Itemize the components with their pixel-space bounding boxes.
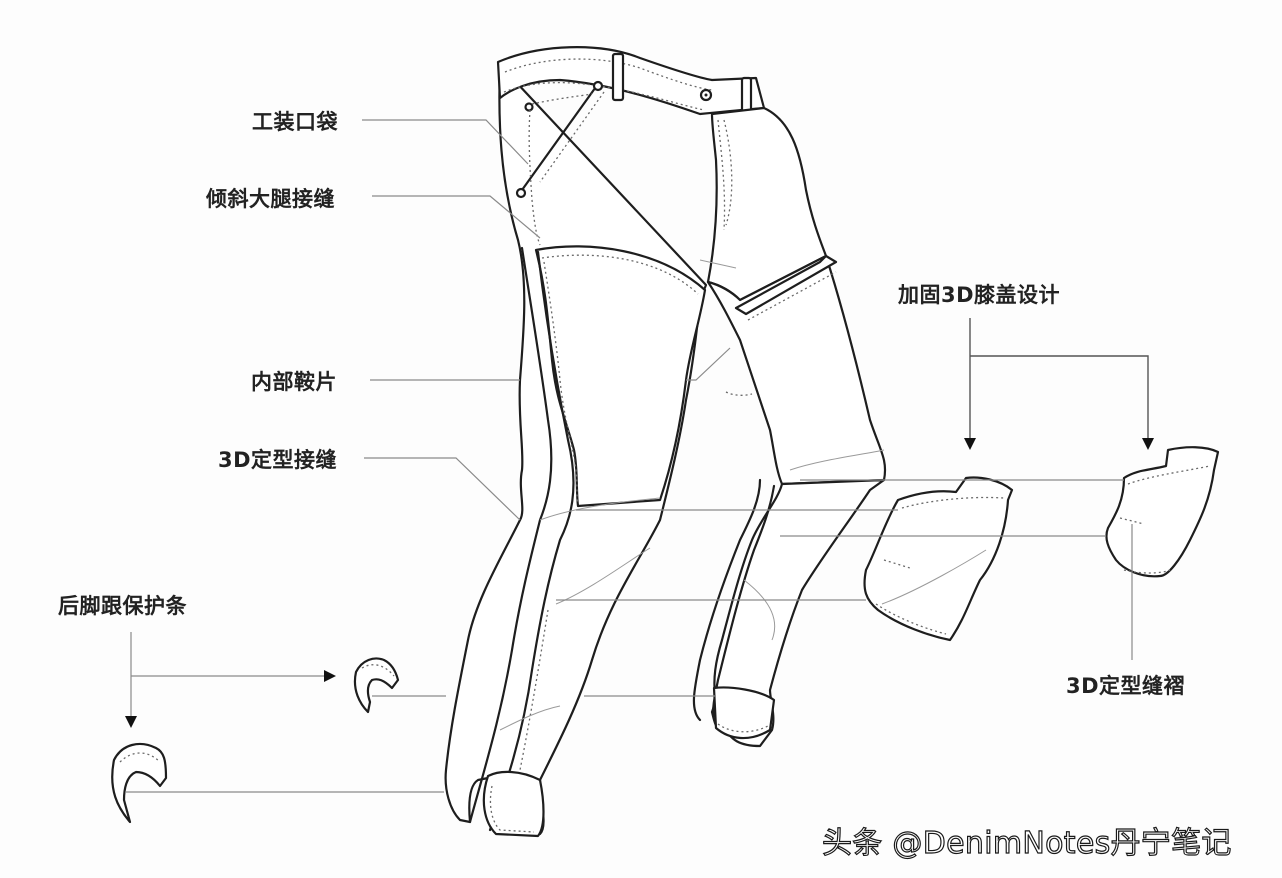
- arrow-right-icon: [324, 670, 336, 682]
- crotch-stitch: [725, 391, 753, 396]
- cargo-pocket-opening: [520, 82, 600, 192]
- fly-stitch: [717, 119, 733, 231]
- waistband-stitch: [503, 58, 713, 111]
- leader-heel-bracket: [130, 632, 326, 718]
- saddle-panel-stitch: [541, 254, 699, 503]
- callout-reinforced-3d-knee: 加固3D膝盖设计: [898, 283, 1061, 307]
- cargo-pocket-stitch: [528, 91, 605, 246]
- upper-heel-guard: [353, 657, 400, 714]
- leader-inner-saddle-2: [686, 347, 731, 381]
- leader-angled-thigh-seam: [372, 195, 541, 239]
- pocket-rivet-corner: [524, 102, 534, 112]
- leader-knee-bracket: [969, 318, 1149, 440]
- fold-line-2: [539, 497, 661, 521]
- callout-cargo-pocket: 工装口袋: [252, 110, 338, 134]
- fold-line-4: [699, 259, 737, 269]
- callout-inner-saddle-panel: 内部鞍片: [251, 370, 337, 394]
- arrow-down-icon: [125, 716, 137, 728]
- fold-line-1: [555, 547, 651, 605]
- leader-3d-seam: [364, 457, 521, 521]
- arrow-down-icon: [1142, 438, 1154, 450]
- leader-cargo-pocket: [362, 119, 529, 165]
- left-seam-band-inner: [488, 250, 575, 832]
- callout-3d-shaped-dart: 3D定型缝褶: [1066, 674, 1186, 698]
- inner-saddle-panel: [534, 245, 707, 508]
- left-seam-band: [468, 246, 553, 824]
- lower-heel-guard: [111, 742, 168, 824]
- leader-lines: [125, 119, 1154, 793]
- arrow-down-icon: [964, 438, 976, 450]
- belt-loop-1: [611, 52, 625, 102]
- callout-angled-thigh-seam: 倾斜大腿接缝: [206, 187, 335, 211]
- left-lower-seam-stitch: [497, 609, 549, 831]
- fold-line-3: [789, 449, 885, 471]
- right-knee-band-top: [734, 254, 838, 316]
- left-knee-patch: [863, 476, 1014, 642]
- watermark: 头条 @DenimNotes丹宁笔记: [821, 825, 1232, 861]
- button-hole-icon: [704, 93, 708, 97]
- right-hem: [712, 686, 776, 740]
- fold-line-6: [499, 705, 561, 731]
- right-knee-patch: [1105, 446, 1220, 578]
- pants-body: [444, 46, 887, 838]
- pocket-rivet-bottom: [515, 187, 527, 199]
- left-hem-stitch: [489, 785, 535, 833]
- right-hem-stitch: [717, 723, 769, 733]
- left-hem-cuff: [482, 770, 545, 838]
- pocket-rivet-top: [592, 80, 604, 92]
- callout-heel-guard-strip: 后脚跟保护条: [58, 594, 187, 618]
- callout-3d-shaped-seam: 3D定型接缝: [218, 448, 338, 472]
- right-knee-band-stitch: [747, 271, 837, 321]
- fold-line-5: [743, 579, 776, 641]
